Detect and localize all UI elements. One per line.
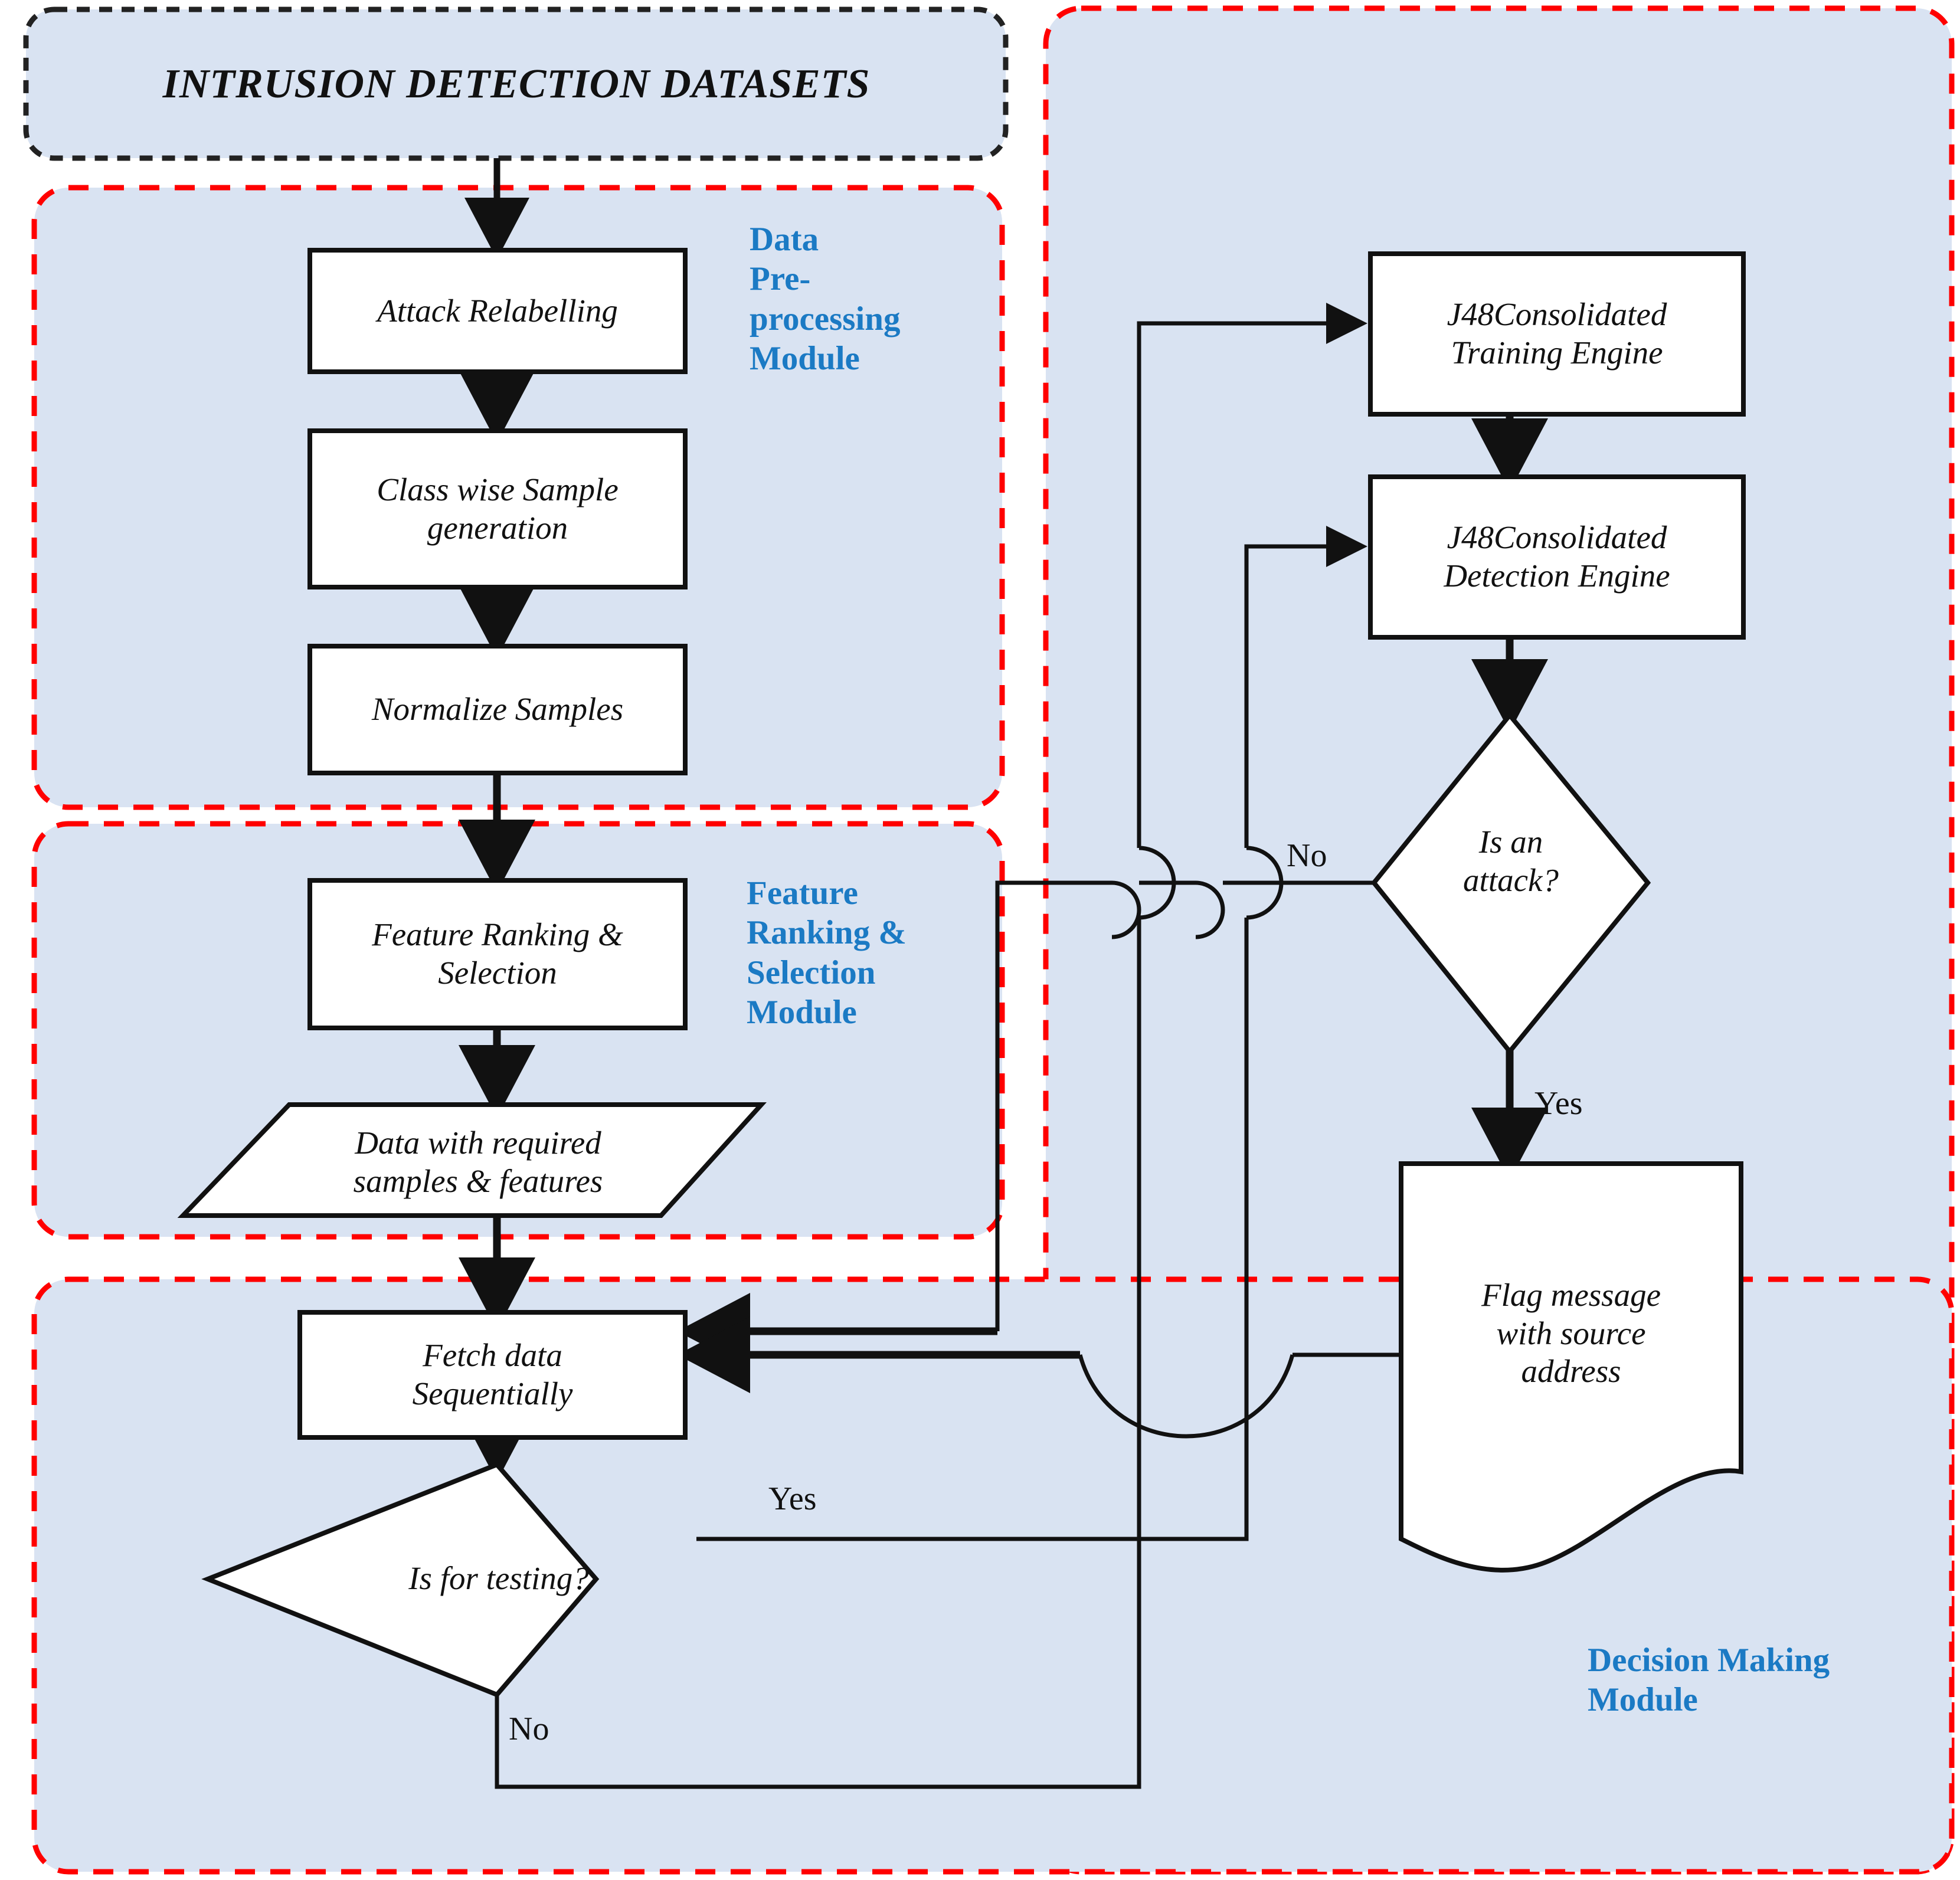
shape-j48-training-engine bbox=[1368, 251, 1746, 417]
line-hop-3 bbox=[1246, 846, 1284, 920]
shape-flag-message bbox=[1399, 1161, 1743, 1573]
edge-label-testing-no: No bbox=[509, 1711, 549, 1747]
line-hop-4 bbox=[1138, 846, 1176, 920]
shape-class-wise-sample bbox=[307, 428, 688, 589]
panel-title-box bbox=[23, 6, 1009, 161]
edge-isattack-no-segment-c bbox=[995, 880, 1112, 1331]
shape-normalize-samples bbox=[307, 644, 688, 775]
shape-j48-detection-engine bbox=[1368, 474, 1746, 640]
edge-istesting-no-riser bbox=[1137, 303, 1367, 848]
edge-label-attack-no: No bbox=[1287, 837, 1327, 874]
line-hop-1 bbox=[1195, 880, 1225, 939]
shape-is-an-attack bbox=[1370, 711, 1651, 1056]
edge-label-attack-yes: Yes bbox=[1534, 1085, 1583, 1122]
module-label-decision-making: Decision Making Module bbox=[1588, 1642, 1830, 1719]
shape-data-with-required bbox=[177, 1102, 767, 1218]
module-label-feature-ranking-selection: Feature Ranking & Selection Module bbox=[747, 875, 907, 1031]
line-hop-2 bbox=[1111, 880, 1141, 939]
node-shapes bbox=[177, 248, 1746, 1698]
edge-label-testing-yes: Yes bbox=[768, 1481, 817, 1517]
module-label-data-preprocessing: Data Pre- processing Module bbox=[750, 221, 901, 377]
shape-attack-relabelling bbox=[307, 248, 688, 374]
shape-feature-ranking bbox=[307, 878, 688, 1030]
shape-is-for-testing bbox=[201, 1462, 600, 1698]
shape-fetch-data bbox=[297, 1310, 688, 1440]
page-title: INTRUSION DETECTION DATASETS bbox=[162, 61, 871, 107]
edge-istesting-yes-riser bbox=[1244, 526, 1367, 848]
line-hop-5 bbox=[1078, 1354, 1295, 1439]
edge-istesting-yes bbox=[696, 918, 1249, 1541]
